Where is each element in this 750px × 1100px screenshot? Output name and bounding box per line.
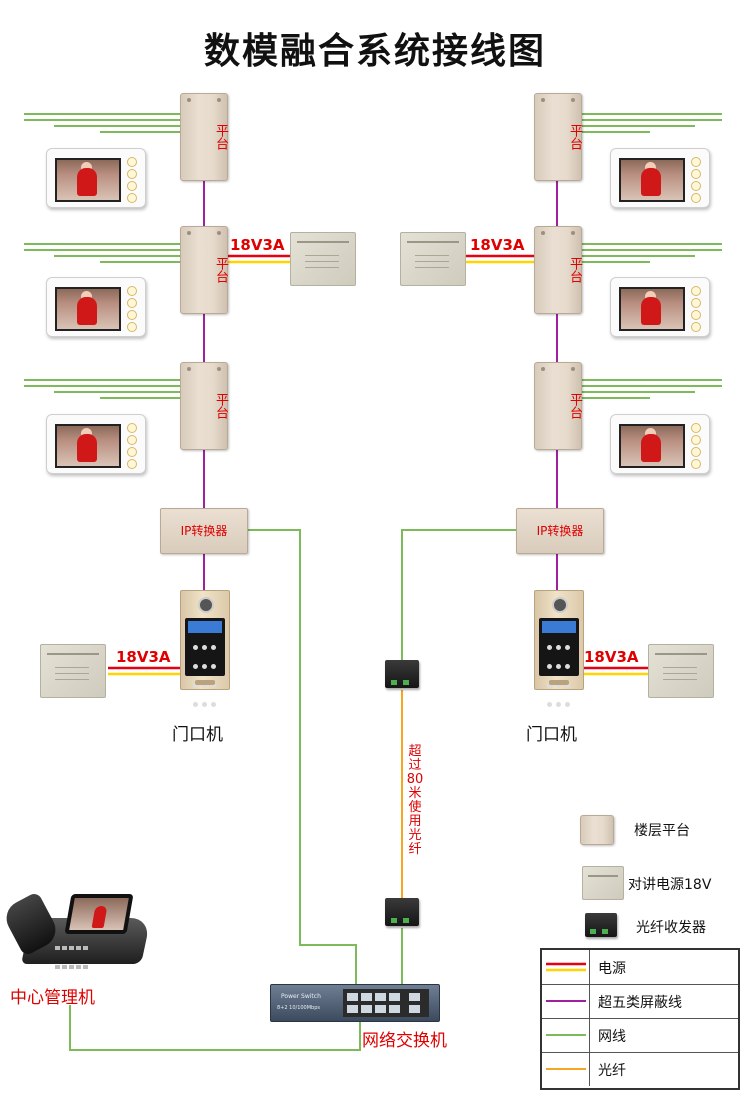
ip-converter-left: IP转换器 xyxy=(160,508,248,554)
legend-network-swatch xyxy=(546,1034,586,1036)
legend-fiber-swatch xyxy=(546,1068,586,1070)
indoor-monitor-left-1 xyxy=(46,148,146,208)
legend-power-swatch xyxy=(546,962,586,972)
power-supply-lower-left xyxy=(40,644,106,698)
floor-platform-right-1: 平台 xyxy=(534,93,582,181)
floor-platform-right-3: 平台 xyxy=(534,362,582,450)
power-spec-label: 18V3A xyxy=(584,648,639,666)
shielded-cable-trunks xyxy=(203,179,558,590)
floor-platform-left-2: 平台 xyxy=(180,226,228,314)
floor-platform-left-3: 平台 xyxy=(180,362,228,450)
legend-floor-platform-icon xyxy=(580,815,614,845)
door-station-right xyxy=(534,590,584,707)
door-station-caption: 门口机 xyxy=(172,725,223,745)
legend-optical-transceiver-icon xyxy=(585,913,617,937)
door-station-caption: 门口机 xyxy=(526,725,577,745)
indoor-monitor-right-2 xyxy=(610,277,710,337)
floor-platform-left-1: 平台 xyxy=(180,93,228,181)
switch-ports xyxy=(343,989,429,1017)
central-caption: 中心管理机 xyxy=(10,988,95,1008)
power-spec-label: 18V3A xyxy=(470,236,525,254)
left-floor-network-lines xyxy=(24,113,180,399)
line-legend-table: 电源 超五类屏蔽线 网线 光纤 xyxy=(540,948,740,1090)
diagram-title: 数模融合系统接线图 xyxy=(203,31,546,72)
platform-label: 平台 xyxy=(213,393,228,419)
door-station-left xyxy=(180,590,230,707)
ip-converter-right: IP转换器 xyxy=(516,508,604,554)
indoor-monitor-right-1 xyxy=(610,148,710,208)
floor-platform-right-2: 平台 xyxy=(534,226,582,314)
power-lines xyxy=(108,254,648,676)
power-spec-label: 18V3A xyxy=(230,236,285,254)
platform-label: 平台 xyxy=(567,124,582,150)
legend-row-network: 网线 xyxy=(542,1018,738,1053)
power-spec-label: 18V3A xyxy=(116,648,171,666)
power-supply-lower-right xyxy=(648,644,714,698)
indoor-monitor-left-2 xyxy=(46,277,146,337)
network-cables xyxy=(69,529,516,1051)
fiber-distance-note: 超过80米使用光纤 xyxy=(406,744,424,857)
indoor-monitor-left-3 xyxy=(46,414,146,474)
legend-row-power: 电源 xyxy=(542,950,738,985)
power-supply-upper-left xyxy=(290,232,356,286)
platform-label: 平台 xyxy=(213,257,228,283)
legend-line-label: 电源 xyxy=(598,961,626,977)
switch-brand: Power Switch xyxy=(281,993,321,1000)
legend-line-label: 网线 xyxy=(598,1029,626,1045)
optical-transceiver-lower xyxy=(385,898,419,926)
switch-caption: 网络交换机 xyxy=(362,1031,447,1051)
legend-power-supply-icon xyxy=(582,866,624,900)
switch-spec: 8+2 10/100Mbps xyxy=(277,1005,320,1011)
ip-converter-label: IP转换器 xyxy=(536,524,584,538)
legend-label: 对讲电源18V xyxy=(628,877,712,893)
ip-converter-label: IP转换器 xyxy=(180,524,228,538)
legend-row-fiber: 光纤 xyxy=(542,1052,738,1086)
power-supply-upper-right xyxy=(400,232,466,286)
network-switch: Power Switch 8+2 10/100Mbps xyxy=(270,984,440,1022)
platform-label: 平台 xyxy=(213,124,228,150)
platform-label: 平台 xyxy=(567,257,582,283)
legend-label: 光纤收发器 xyxy=(636,920,706,936)
legend-label: 楼层平台 xyxy=(634,823,690,839)
optical-transceiver-upper xyxy=(385,660,419,688)
legend-line-label: 光纤 xyxy=(598,1063,626,1079)
central-management-unit xyxy=(0,890,158,970)
legend-row-shielded: 超五类屏蔽线 xyxy=(542,984,738,1019)
legend-shielded-swatch xyxy=(546,1000,586,1002)
legend-line-label: 超五类屏蔽线 xyxy=(598,995,682,1011)
right-floor-network-lines xyxy=(578,113,722,399)
indoor-monitor-right-3 xyxy=(610,414,710,474)
platform-label: 平台 xyxy=(567,393,582,419)
